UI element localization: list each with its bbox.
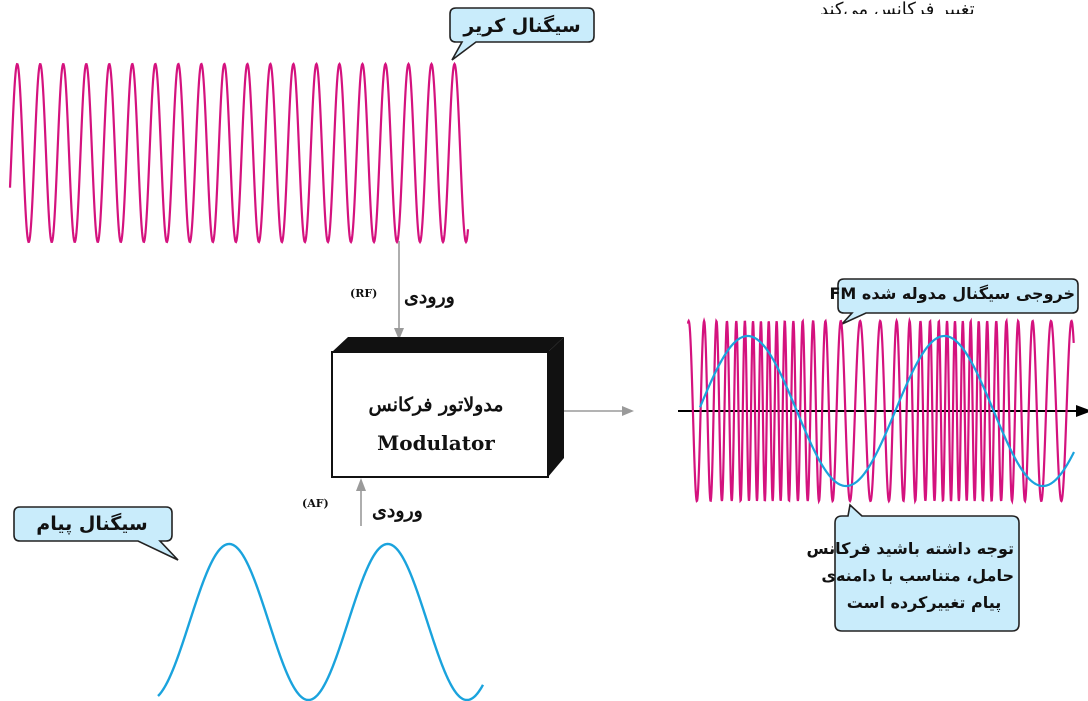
fm-output-label: خروجی سیگنال مدوله شده FM xyxy=(829,284,1075,303)
message-signal-label: سیگنال پیام xyxy=(36,513,148,535)
rf-arrowhead xyxy=(394,328,404,340)
output-arrowhead xyxy=(622,406,634,416)
modulator-block xyxy=(331,337,564,478)
block-top-face xyxy=(332,337,564,352)
rf-input-label: ورودی xyxy=(404,286,455,308)
waves xyxy=(8,61,1088,701)
output-callout-bubble xyxy=(837,278,1079,325)
note-line-1: توجه داشته باشید فرکانس xyxy=(806,539,1014,558)
block-front-face xyxy=(331,351,549,478)
note-line-3: پیام تغییرکرده است xyxy=(846,593,1002,612)
carrier-signal-label: سیگنال کریر xyxy=(463,15,581,37)
message-callout-bubble xyxy=(13,506,179,561)
callouts xyxy=(13,7,1079,632)
note-callout-bubble xyxy=(834,503,1020,632)
rf-input-tag: (RF) xyxy=(350,287,378,300)
time-axis-arrowhead xyxy=(1076,405,1088,417)
af-arrowhead xyxy=(356,478,366,491)
af-input-label: ورودی xyxy=(372,500,423,522)
note-line-2: حامل، متناسب با دامنه‌ی xyxy=(821,566,1014,585)
af-input-tag: (AF) xyxy=(302,497,329,510)
modulator-title-fa: مدولاتور فرکانس xyxy=(368,394,504,416)
block-side-face xyxy=(548,337,564,477)
fm-envelope-message-wave xyxy=(698,334,1075,488)
frequency-note: توجه داشته باشید فرکانس حامل، متناسب با … xyxy=(806,535,1014,616)
message-wave xyxy=(157,542,485,701)
arrows xyxy=(356,241,634,526)
modulator-title-en: Modulator xyxy=(377,431,495,455)
carrier-wave xyxy=(8,61,470,245)
top-cut-text: تغییر فرکانس می‌کند xyxy=(820,0,975,14)
carrier-callout-bubble xyxy=(449,7,595,61)
